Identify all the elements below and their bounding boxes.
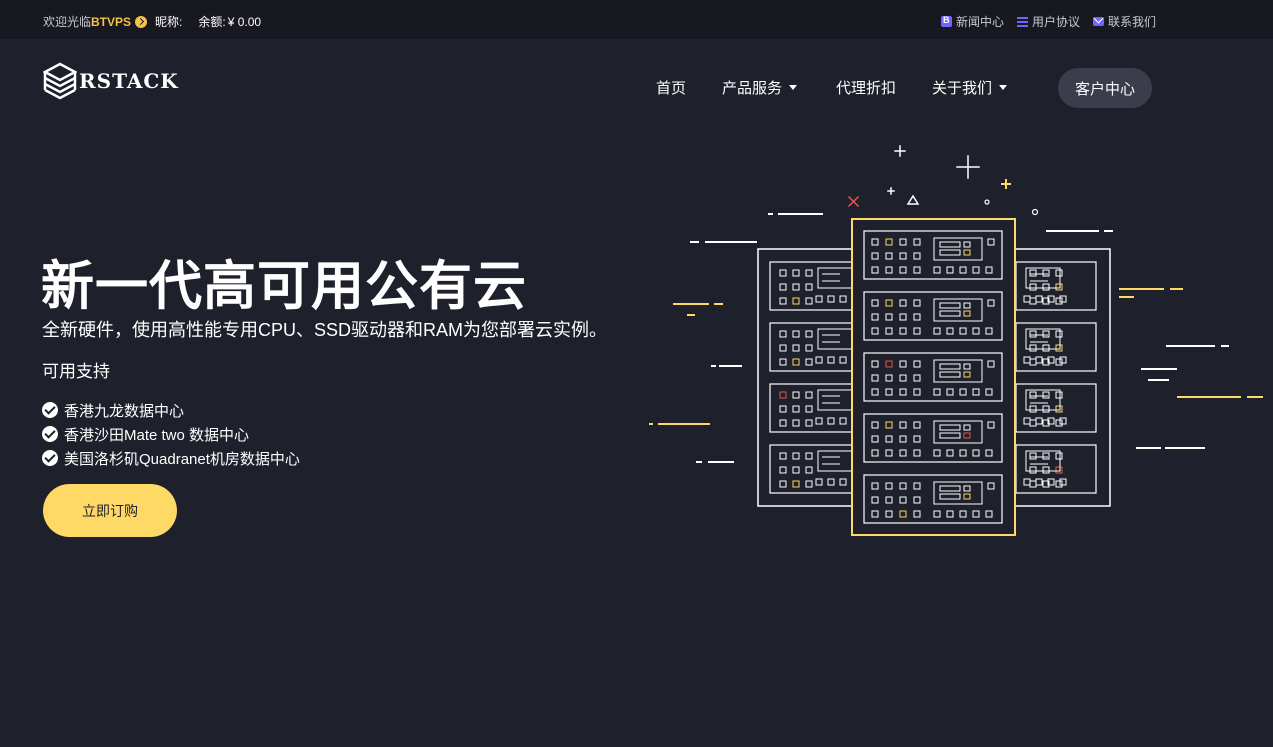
client-center-button[interactable]: 客户中心 (1058, 68, 1152, 108)
nav-products[interactable]: 产品服务 (722, 77, 798, 98)
user-agreement-label: 用户协议 (1031, 15, 1080, 29)
top-bar: 欢迎光临 BTVPS 昵称: 余额: ¥ 0.00 新闻中心 用户协议 联系我们 (0, 0, 1273, 39)
nav-about[interactable]: 关于我们 (932, 77, 1008, 98)
caret-down-icon (789, 85, 798, 90)
nav-home[interactable]: 首页 (656, 77, 686, 98)
nav-about-label: 关于我们 (932, 80, 993, 97)
balance-label: 余额: (198, 15, 226, 29)
datacenter-label: 香港九龙数据中心 (64, 402, 185, 420)
nav-home-label: 首页 (656, 80, 687, 97)
user-agreement-link[interactable]: 用户协议 (1016, 13, 1080, 30)
contact-us-link[interactable]: 联系我们 (1092, 13, 1156, 30)
news-center-link[interactable]: 新闻中心 (940, 13, 1004, 30)
blog-icon (940, 15, 952, 27)
contact-us-label: 联系我们 (1107, 15, 1156, 29)
datacenter-label: 美国洛杉矶Quadranet机房数据中心 (64, 450, 300, 468)
list-item: 香港九龙数据中心 (42, 398, 300, 422)
list-icon (1016, 16, 1028, 27)
caret-down-icon (999, 85, 1008, 90)
support-title: 可用支持 (42, 362, 110, 381)
check-circle-icon (42, 426, 58, 442)
mail-icon (1092, 17, 1104, 26)
order-now-button[interactable]: 立即订购 (43, 484, 177, 537)
account-summary: 欢迎光临 BTVPS 昵称: 余额: ¥ 0.00 (43, 13, 261, 30)
top-links: 新闻中心 用户协议 联系我们 (928, 13, 1156, 30)
balance-value: ¥ 0.00 (227, 14, 262, 29)
welcome-text: 欢迎光临 (43, 15, 92, 29)
nickname-label: 昵称: (155, 15, 183, 29)
list-item: 美国洛杉矶Quadranet机房数据中心 (42, 446, 300, 470)
hero-title: 新一代高可用公有云 (41, 257, 527, 316)
logo-text: RSTACK (79, 69, 179, 93)
nav-products-label: 产品服务 (722, 80, 783, 97)
datacenter-label: 香港沙田Mate two 数据中心 (64, 426, 250, 444)
news-center-label: 新闻中心 (955, 15, 1004, 29)
list-item: 香港沙田Mate two 数据中心 (42, 422, 300, 446)
server-rack-illustration (649, 145, 1263, 536)
brand-name[interactable]: BTVPS (91, 14, 132, 29)
nav-agent-discount[interactable]: 代理折扣 (836, 77, 896, 98)
site-logo[interactable]: RSTACK (43, 62, 179, 100)
check-circle-icon (42, 450, 58, 466)
check-circle-icon (42, 402, 58, 418)
arrow-circle-right-icon[interactable] (135, 15, 148, 28)
hero-subtitle: 全新硬件，使用高性能专用CPU、SSD驱动器和RAM为您部署云实例。 (42, 320, 608, 340)
nav-agent-discount-label: 代理折扣 (836, 80, 897, 97)
datacenter-list: 香港九龙数据中心 香港沙田Mate two 数据中心 美国洛杉矶Quadrane… (42, 398, 300, 470)
stack-logo-icon (43, 62, 77, 100)
